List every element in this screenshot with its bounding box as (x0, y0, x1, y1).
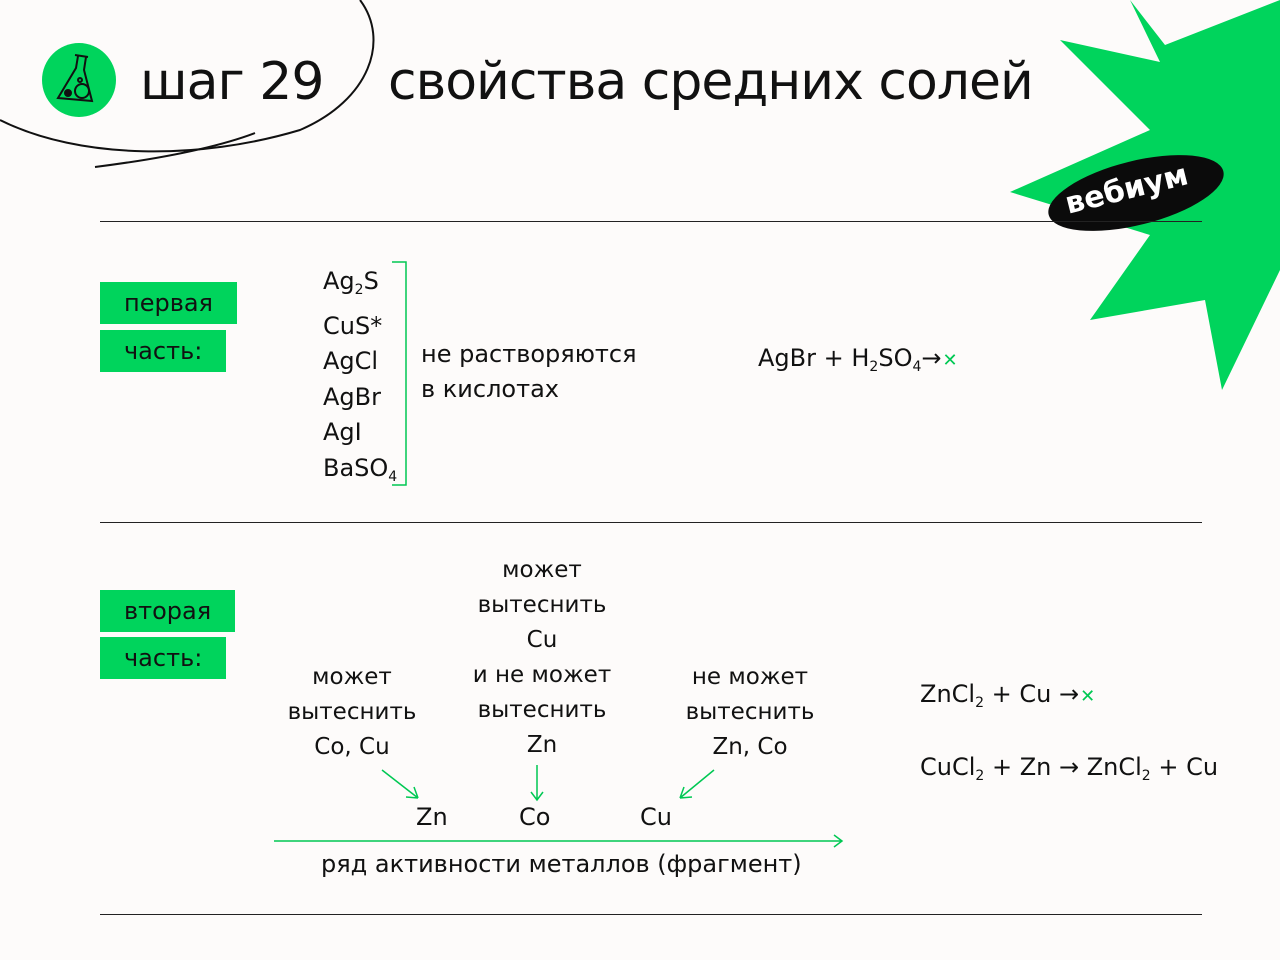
page-title: свойства средних солей (388, 52, 1034, 112)
part-tag: часть: (100, 637, 227, 679)
metal-co: Co (519, 803, 551, 831)
note-line: не растворяются (421, 340, 637, 368)
no-reaction-arrow: →✕ (1059, 680, 1095, 708)
arrow-glyph: → (1058, 680, 1080, 708)
part-tag: первая (100, 282, 237, 324)
arrows (274, 765, 844, 848)
salt: AgI (323, 418, 362, 447)
salt: Ag2S (323, 267, 379, 298)
insoluble-note: не растворяются в кислотах (421, 337, 637, 407)
swoosh-line-2 (94, 132, 256, 168)
bracket (392, 261, 407, 486)
swoosh-line (0, 0, 375, 153)
reaction-zncl2-cu: ZnCl2 + Cu →✕ (920, 680, 1096, 711)
activity-series-label: ряд активности металлов (фрагмент) (321, 850, 802, 878)
divider (100, 522, 1202, 523)
arrow-glyph: → (921, 344, 942, 372)
metal-zn: Zn (416, 803, 448, 831)
salt-list: Ag2S CuS* AgCl AgBr AgI BaSO4 (323, 264, 397, 496)
salt: CuS* (323, 311, 383, 340)
metal-cu: Cu (640, 803, 672, 831)
reaction-agbr: AgBr + H2SO4→✕ (758, 344, 958, 375)
note-line: в кислотах (421, 375, 559, 403)
salt: AgCl (323, 347, 379, 376)
no-reaction-arrow: →✕ (921, 344, 957, 372)
cross-icon: ✕ (942, 350, 958, 371)
cross-icon: ✕ (1080, 686, 1096, 707)
brand-badge (1048, 155, 1224, 231)
part-tag: часть: (100, 330, 227, 372)
salt: BaSO4 (323, 453, 398, 485)
divider (100, 914, 1202, 915)
step-number: шаг 29 (140, 52, 324, 112)
flask-icon (56, 54, 94, 103)
salt: AgBr (323, 382, 381, 411)
part-tag: вторая (100, 590, 236, 632)
divider (100, 221, 1202, 222)
reaction-cucl2-zn: CuCl2 + Zn → ZnCl2 + Cu (920, 753, 1219, 784)
